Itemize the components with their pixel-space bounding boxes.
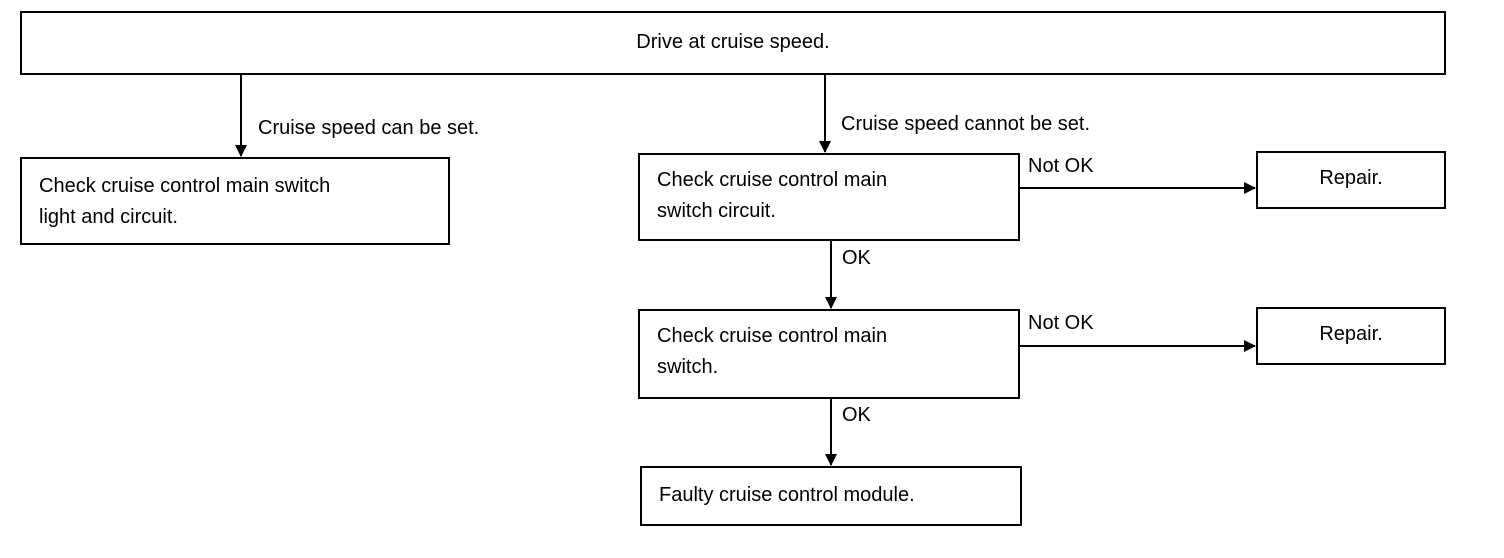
drive-at-cruise-speed-box: Drive at cruise speed. bbox=[20, 11, 1446, 75]
label-not-ok-circuit: Not OK bbox=[1028, 155, 1094, 177]
switch-box-line-2: switch. bbox=[657, 356, 719, 378]
light-box-line-1: Check cruise control main switch bbox=[39, 175, 331, 197]
circuit-box-line-2: switch circuit. bbox=[657, 200, 776, 222]
label-ok-circuit: OK bbox=[842, 247, 871, 269]
check-switch-circuit-box: Check cruise control main switch circuit… bbox=[638, 153, 1020, 241]
module-box-text: Faulty cruise control module. bbox=[659, 484, 915, 506]
faulty-module-box: Faulty cruise control module. bbox=[640, 466, 1022, 526]
light-box-line-2: light and circuit. bbox=[39, 206, 178, 228]
repair-box-2-text: Repair. bbox=[1319, 323, 1383, 345]
circuit-box-line-1: Check cruise control main bbox=[657, 169, 888, 191]
drive-box-text: Drive at cruise speed. bbox=[636, 31, 830, 53]
label-not-ok-switch: Not OK bbox=[1028, 312, 1094, 334]
switch-box-line-1: Check cruise control main bbox=[657, 325, 888, 347]
repair-box-2: Repair. bbox=[1256, 307, 1446, 365]
check-main-switch-box: Check cruise control main switch. bbox=[638, 309, 1020, 399]
repair-box-1: Repair. bbox=[1256, 151, 1446, 209]
repair-box-1-text: Repair. bbox=[1319, 167, 1383, 189]
check-light-and-circuit-box: Check cruise control main switch light a… bbox=[20, 157, 450, 245]
label-cannot-be-set: Cruise speed cannot be set. bbox=[841, 113, 1091, 135]
label-can-be-set: Cruise speed can be set. bbox=[258, 117, 480, 139]
label-ok-switch: OK bbox=[842, 404, 871, 426]
